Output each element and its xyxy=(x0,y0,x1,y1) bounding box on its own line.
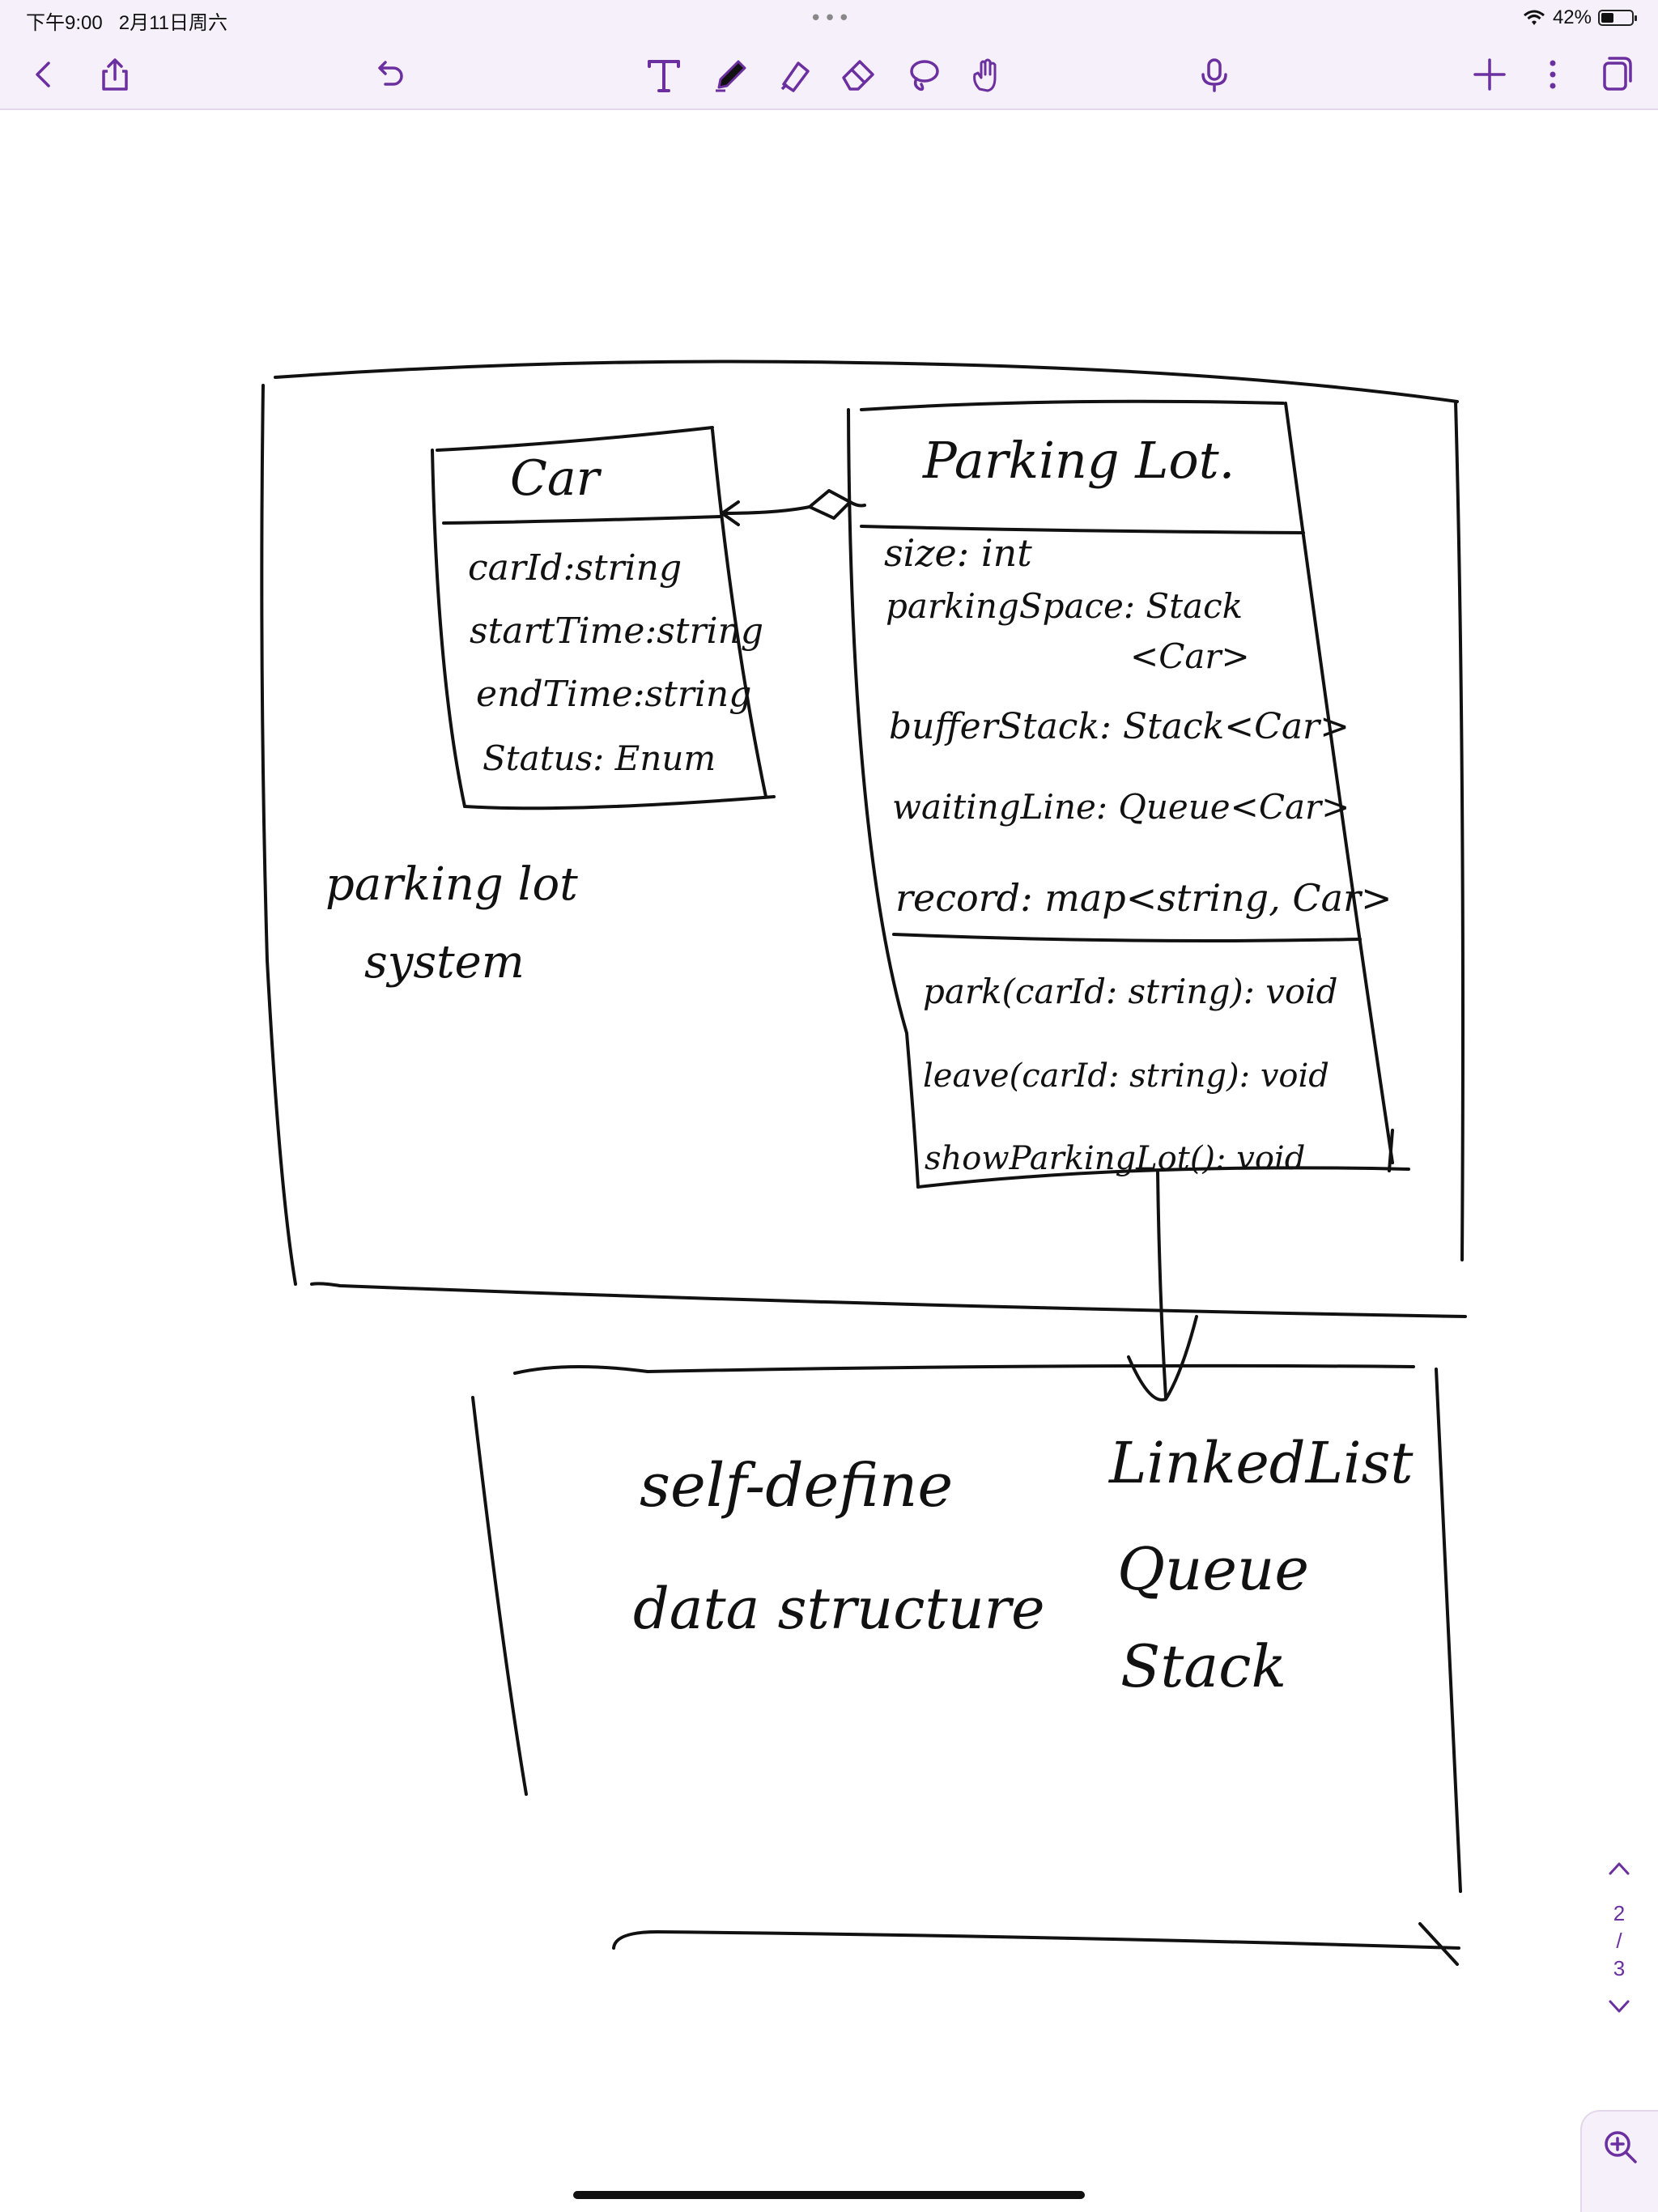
more-icon[interactable] xyxy=(1528,50,1577,99)
data-structure-item-linkedlist: LinkedList xyxy=(1109,1430,1414,1496)
parkinglot-method-park: park(carId: string): void xyxy=(923,972,1338,1011)
data-structure-label-line1: self-define xyxy=(640,1451,954,1521)
pen-icon[interactable] xyxy=(706,50,755,99)
battery-percent: 42% xyxy=(1552,6,1592,28)
parkinglot-attr-parkingspace: parkingSpace: Stack xyxy=(886,586,1244,626)
system-label-line1: parking lot xyxy=(325,858,578,911)
note-canvas[interactable]: Car carId:string startTime:string endTim… xyxy=(0,110,1658,2212)
time-text: 下午9:00 xyxy=(26,12,103,34)
wifi-icon xyxy=(1523,10,1545,25)
car-attr-status: Status: Enum xyxy=(483,738,716,778)
total-pages: 3 xyxy=(1613,1956,1626,1980)
lasso-icon[interactable] xyxy=(899,50,947,99)
toolbar xyxy=(0,40,1658,110)
page-navigator: 2 / 3 xyxy=(1587,1854,1652,2039)
parkinglot-method-showparkinglot: showParkingLot(): void xyxy=(925,1140,1306,1177)
parkinglot-attr-bufferstack: bufferStack: Stack<Car> xyxy=(889,706,1350,747)
ink-strokes xyxy=(260,359,1467,1966)
current-page: 2 xyxy=(1613,1901,1626,1925)
status-indicators: 42% xyxy=(1522,6,1637,29)
page-separator: / xyxy=(1616,1929,1622,1953)
data-structure-item-queue: Queue xyxy=(1117,1535,1309,1603)
highlighter-icon[interactable] xyxy=(771,50,819,99)
status-bar: 下午9:00 2月11日周六 ••• 42% xyxy=(0,0,1658,40)
parkinglot-attr-record: record: map<string, Car> xyxy=(895,876,1392,920)
battery-fill xyxy=(1601,13,1614,23)
undo-icon[interactable] xyxy=(364,50,413,99)
status-time: 下午9:00 2月11日周六 xyxy=(26,6,227,35)
data-structure-item-stack: Stack xyxy=(1120,1632,1287,1700)
share-icon[interactable] xyxy=(91,50,139,99)
car-class-name: Car xyxy=(510,450,600,507)
next-page-icon[interactable] xyxy=(1587,1993,1652,2039)
battery-icon xyxy=(1598,10,1637,26)
eraser-icon[interactable] xyxy=(834,50,882,99)
zoom-in-icon xyxy=(1605,2131,1637,2163)
previous-page-icon[interactable] xyxy=(1587,1854,1652,1899)
add-icon[interactable] xyxy=(1465,50,1514,99)
data-structure-label-line2: data structure xyxy=(633,1576,1045,1642)
system-label-line2: system xyxy=(364,936,525,989)
pages-icon[interactable] xyxy=(1590,50,1639,99)
car-attr-carid: carId:string xyxy=(468,547,682,589)
car-attr-starttime: startTime:string xyxy=(470,610,764,652)
multitasking-dots-icon[interactable]: ••• xyxy=(810,6,852,31)
parkinglot-class-name: Parking Lot. xyxy=(923,431,1235,490)
zoom-button[interactable] xyxy=(1580,2110,1658,2212)
home-indicator[interactable] xyxy=(573,2191,1085,2199)
parkinglot-attr-parkingspace-type: <Car> xyxy=(1130,636,1250,676)
parkinglot-attr-waitingline: waitingLine: Queue<Car> xyxy=(892,787,1350,827)
back-icon[interactable] xyxy=(19,50,68,99)
parkinglot-attr-size: size: int xyxy=(884,531,1032,575)
text-tool-icon[interactable] xyxy=(640,50,688,99)
parkinglot-method-leave: leave(carId: string): void xyxy=(923,1057,1329,1095)
date-text: 2月11日周六 xyxy=(118,12,227,34)
microphone-icon[interactable] xyxy=(1190,50,1239,99)
hand-touch-icon[interactable] xyxy=(962,50,1010,99)
car-attr-endtime: endTime:string xyxy=(476,674,752,715)
